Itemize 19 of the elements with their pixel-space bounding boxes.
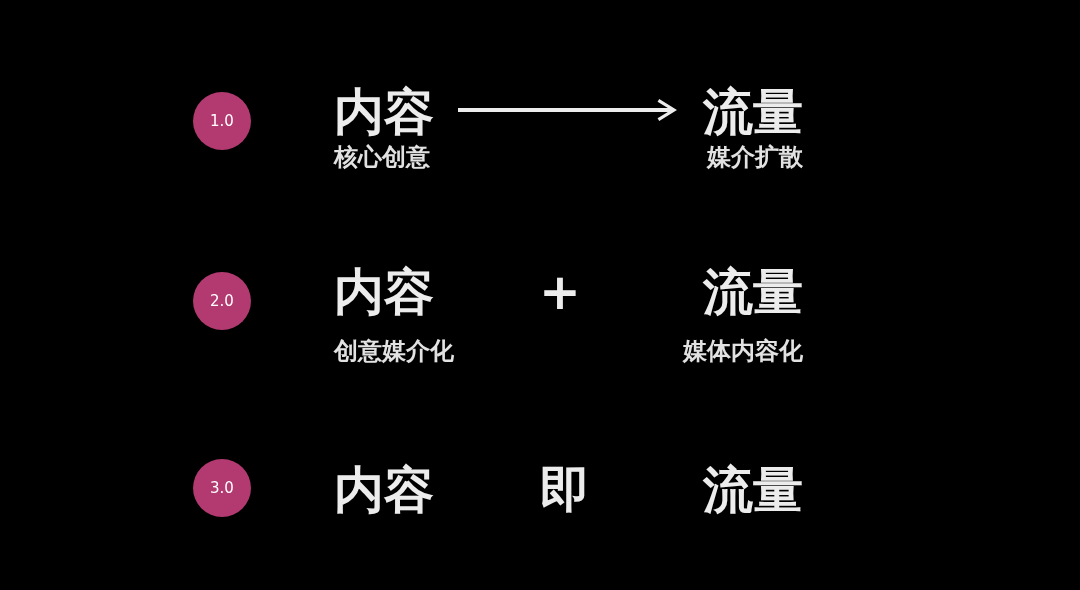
subtitle-text: 媒介扩散: [705, 142, 803, 172]
version-number: 1.0: [210, 112, 234, 130]
heading-text: 流量: [702, 460, 803, 520]
subtitle-text: 核心创意: [334, 142, 431, 172]
heading-text: 内容: [334, 82, 435, 142]
version-number: 3.0: [210, 479, 234, 497]
version-number: 2.0: [210, 292, 234, 310]
arrow: [458, 98, 676, 122]
number-circle: [193, 459, 251, 517]
subtitle-text: 创意媒介化: [334, 336, 455, 366]
heading-text: 流量: [702, 82, 803, 142]
number-circle: [193, 92, 251, 150]
subtitle-text: 媒体内容化: [681, 336, 803, 366]
heading-text: 内容: [334, 262, 435, 322]
plus-sign: +: [538, 262, 582, 322]
number-circle: [193, 272, 251, 330]
heading-text: 流量: [702, 262, 803, 322]
connector-word: 即: [539, 460, 591, 520]
heading-text: 内容: [334, 460, 435, 520]
